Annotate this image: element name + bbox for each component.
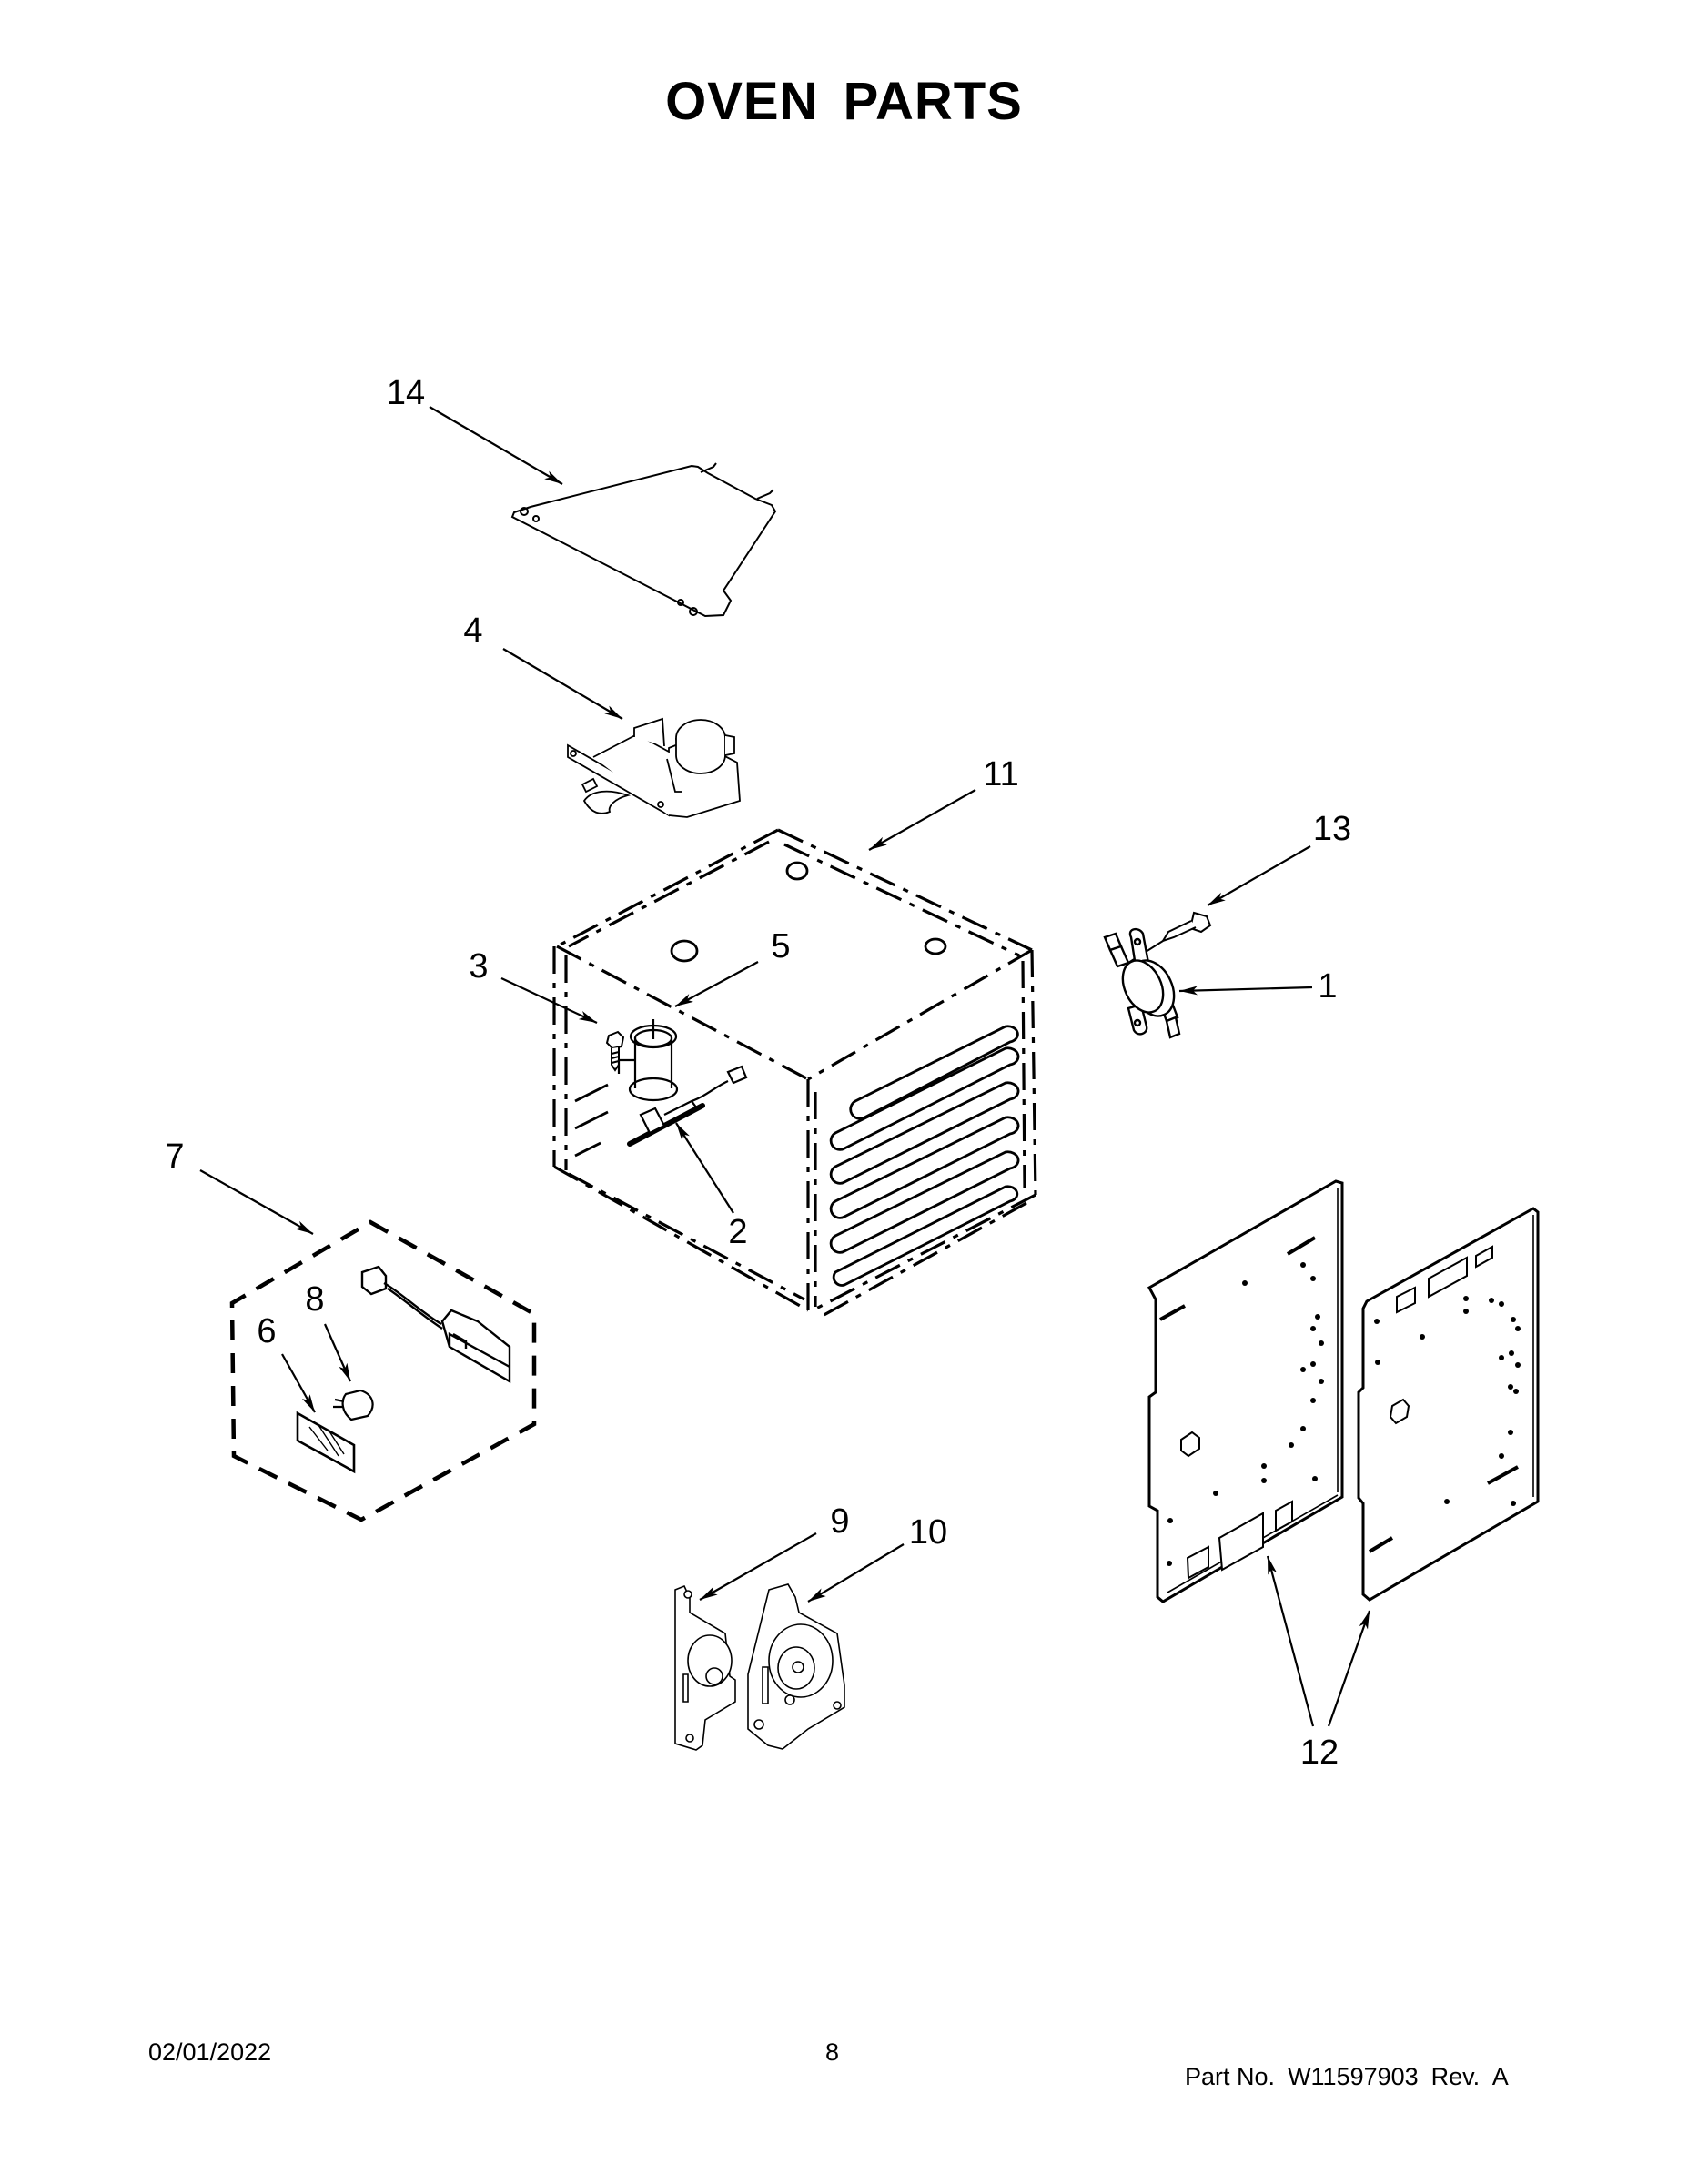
arrow-11 (868, 789, 976, 851)
footer-page-number: 8 (825, 2038, 840, 2066)
arrow-1 (1178, 986, 1313, 996)
cavity-rack-guides (574, 861, 1020, 1287)
leader-arrows (199, 406, 1371, 1727)
part-12-side-panel-left (1147, 1179, 1344, 1603)
part-3-screw (605, 1030, 625, 1072)
callout-1: 1 (1318, 967, 1338, 1006)
callout-6: 6 (257, 1312, 277, 1350)
arrow-9 (699, 1532, 817, 1601)
callout-11: 11 (983, 755, 1019, 794)
footer-revision: Rev. A (1430, 2063, 1509, 2090)
panel-holes (1167, 1262, 1521, 1566)
callout-13: 13 (1312, 810, 1352, 848)
callout-12: 12 (1299, 1734, 1339, 1772)
page-title: OVEN PARTS (665, 72, 1023, 131)
part-5-light-housing (617, 1019, 679, 1102)
arrow-8 (323, 1323, 352, 1382)
callout-7: 7 (165, 1138, 185, 1176)
part-4-latch (567, 717, 741, 818)
part-7-light-assembly (360, 1265, 511, 1384)
arrow-12a (1266, 1555, 1315, 1727)
arrow-2 (675, 1122, 734, 1214)
part-1-thermal-cutoff (1103, 927, 1181, 1039)
callout-2: 2 (728, 1213, 748, 1251)
arrow-6 (281, 1353, 316, 1413)
callout-9: 9 (830, 1502, 850, 1541)
arrow-13 (1207, 845, 1311, 906)
callout-4: 4 (463, 612, 483, 650)
arrow-3 (500, 977, 598, 1024)
callout-3: 3 (469, 947, 489, 986)
part-9-hinge-receiver (674, 1584, 736, 1751)
arrow-4 (502, 648, 623, 720)
arrow-12b (1327, 1610, 1371, 1727)
footer-part-number: W11597903 (1288, 2063, 1419, 2090)
part-10-hinge-receiver (747, 1583, 845, 1750)
part-6-light-lens (296, 1410, 356, 1474)
arrow-14 (429, 406, 563, 485)
arrow-10 (807, 1543, 905, 1603)
arrow-5 (674, 961, 759, 1007)
footer-part-label: Part No. (1185, 2063, 1276, 2090)
part-14-plate (510, 462, 777, 618)
callout-14: 14 (386, 374, 426, 412)
part-11-oven-cavity (552, 828, 1037, 1320)
callout-8: 8 (305, 1280, 325, 1319)
part-8-light-bulb (333, 1389, 374, 1421)
part-7-light-kit-boundary (229, 1219, 537, 1522)
footer-part-info: Part No. W11597903 Rev. A (1171, 2040, 1509, 2089)
callout-10: 10 (908, 1513, 948, 1552)
callout-5: 5 (771, 927, 791, 966)
footer-date: 02/01/2022 (148, 2038, 272, 2066)
part-12-side-panel-right (1357, 1207, 1540, 1602)
part-2-temp-sensor (627, 1065, 748, 1147)
arrow-7 (199, 1169, 314, 1235)
